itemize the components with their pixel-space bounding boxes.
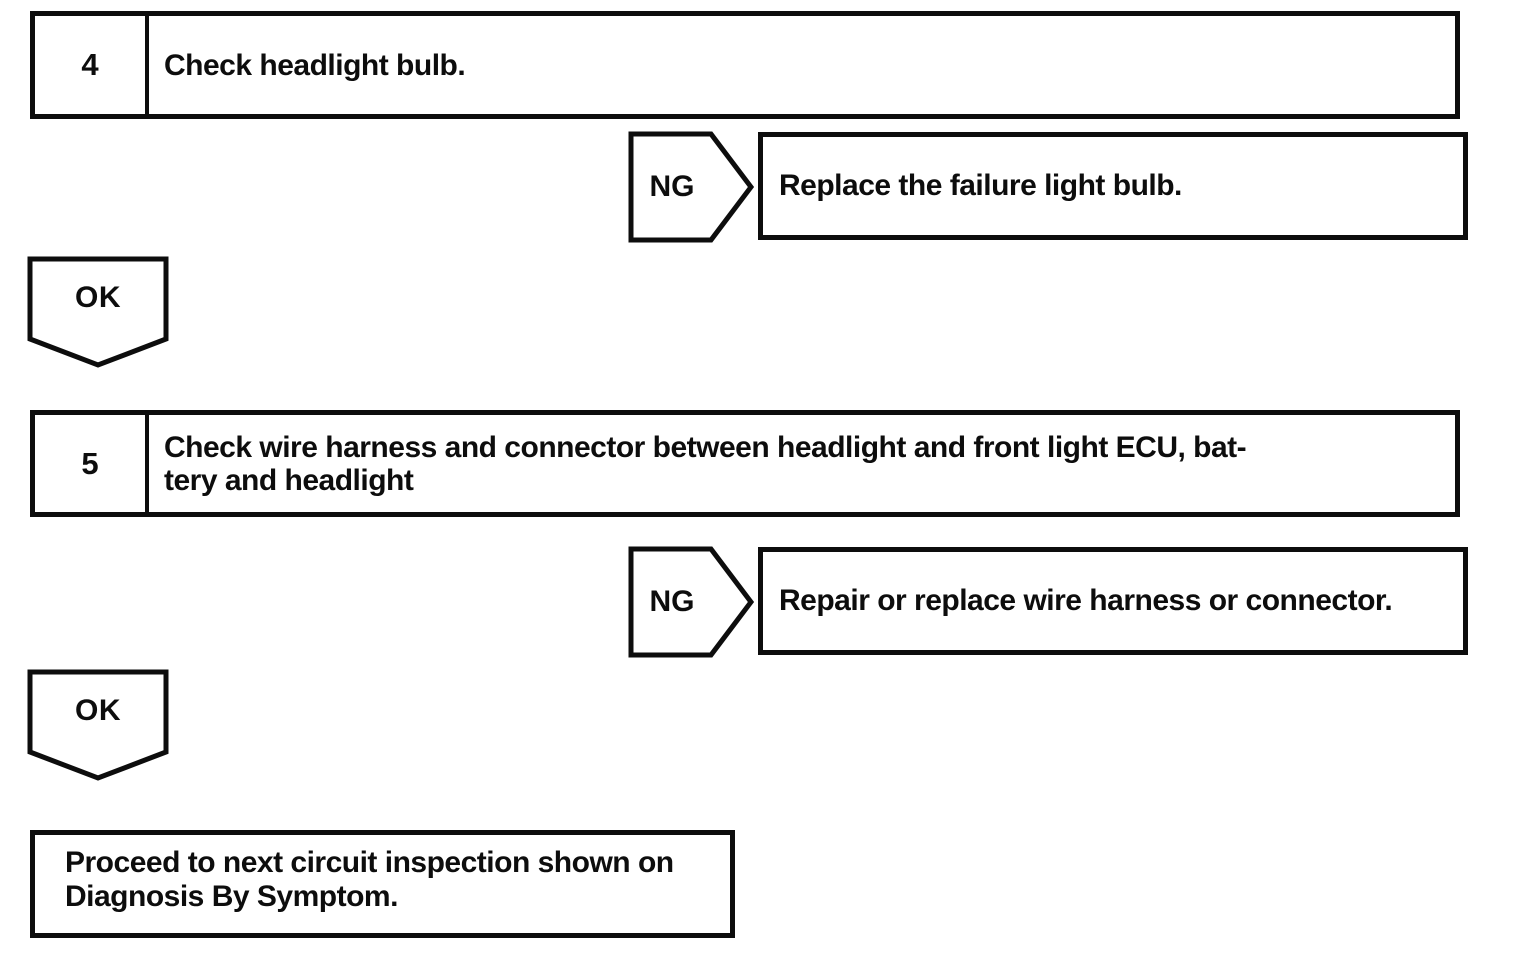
ng-label: NG: [649, 585, 695, 618]
ng-arrow-shape: [628, 131, 754, 243]
ng-arrow-shape: [628, 546, 754, 658]
ng-result-text-2: Repair or replace wire harness or connec…: [779, 584, 1393, 617]
ok-arrow-shape: [27, 669, 169, 781]
ng-result-text-1: Replace the failure light bulb.: [779, 169, 1182, 202]
step-5-instruction: Check wire harness and connector between…: [164, 430, 1247, 497]
ok-arrow-shape: [27, 256, 169, 368]
ng-connector-1: NG: [628, 131, 754, 243]
step-4-instruction: Check headlight bulb.: [164, 48, 466, 82]
ng-connector-2: NG: [628, 546, 754, 658]
ng-label: NG: [649, 170, 695, 203]
ok-connector-1: OK: [27, 256, 169, 368]
step-5-box: 5 Check wire harness and connector betwe…: [30, 410, 1460, 517]
ok-arrow-outline: [27, 256, 169, 368]
ng-arrow-outline: [628, 546, 754, 658]
step-4-number: 4: [81, 47, 99, 82]
ok-arrow-outline: [27, 669, 169, 781]
step-5-number: 5: [81, 445, 99, 481]
step-4-number-cell: 4: [35, 16, 149, 114]
ok-label: OK: [75, 281, 121, 314]
ok-connector-2: OK: [27, 669, 169, 781]
step-4-box: 4 Check headlight bulb.: [30, 11, 1460, 119]
final-instruction-box: Proceed to next circuit inspection shown…: [30, 830, 735, 938]
ok-label: OK: [75, 694, 121, 727]
ng-result-box-1: Replace the failure light bulb.: [758, 132, 1468, 240]
step-5-number-cell: 5: [35, 415, 149, 512]
ng-result-box-2: Repair or replace wire harness or connec…: [758, 547, 1468, 655]
ng-arrow-outline: [628, 131, 754, 243]
